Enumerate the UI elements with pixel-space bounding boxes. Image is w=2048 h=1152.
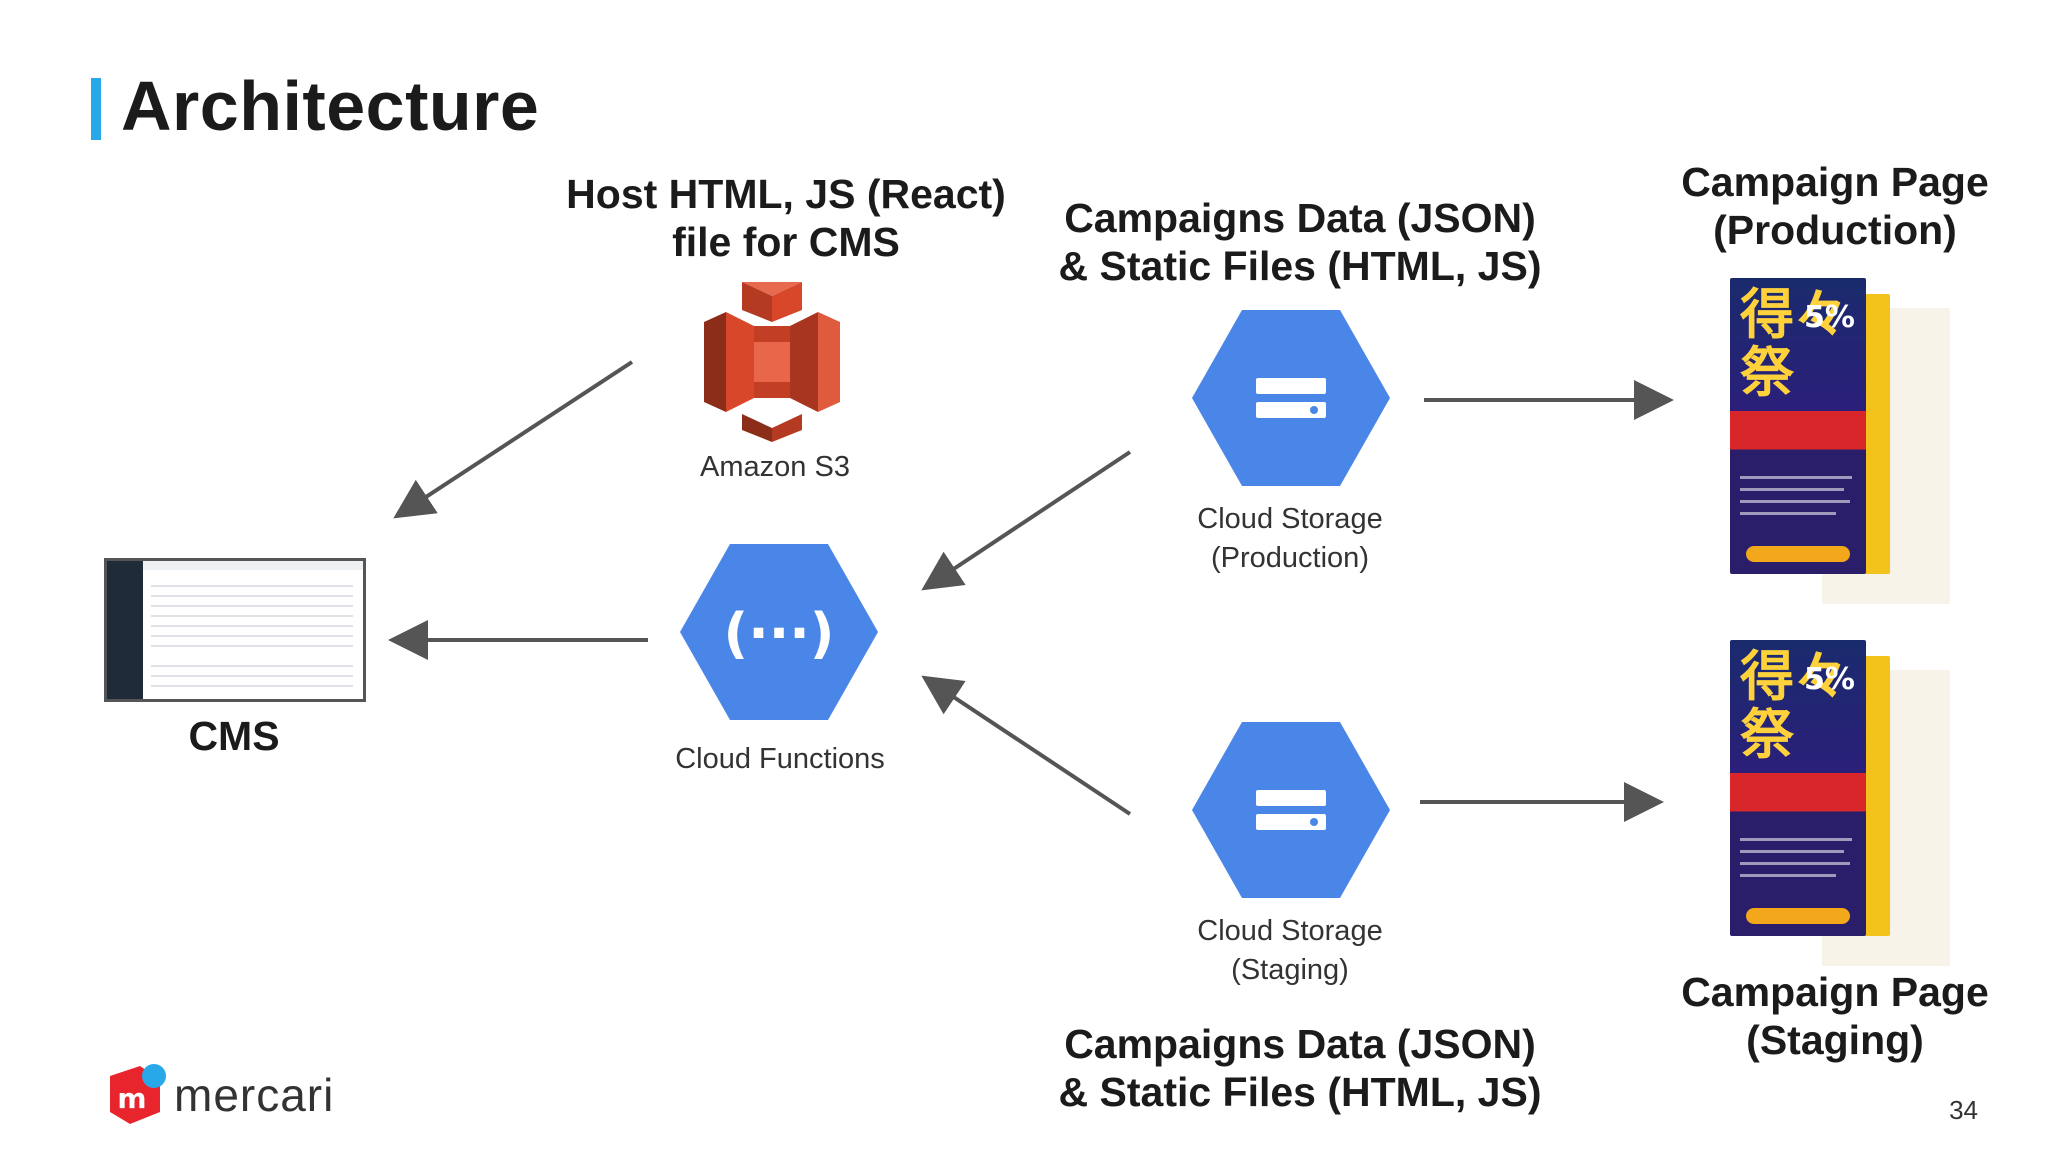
cloud-functions-icon: (···) — [680, 544, 878, 720]
s3-caption: Host HTML, JS (React) file for CMS — [566, 171, 1006, 265]
cloud-functions-label: Cloud Functions — [675, 743, 885, 775]
amazon-s3-icon — [704, 282, 840, 442]
cloud-storage-prod-label: Cloud Storage (Production) — [1197, 503, 1383, 574]
page-number: 34 — [1949, 1095, 1978, 1125]
arrow-storage-prod-to-functions — [921, 450, 1132, 591]
campaign-page-stg-image: 得々祭 5% — [1730, 640, 1950, 966]
title-accent-bar — [91, 78, 101, 140]
slide-title: Architecture — [121, 67, 540, 145]
mercari-logo-icon: m — [110, 1064, 166, 1124]
mercari-logo-text: mercari — [174, 1069, 335, 1121]
svg-text:m: m — [117, 1082, 146, 1115]
cms-label: CMS — [188, 713, 280, 759]
arrow-s3-to-cms — [393, 360, 634, 519]
campaign-page-prod-image: 得々祭 5% — [1730, 278, 1950, 604]
data-caption-bottom: Campaigns Data (JSON) & Static Files (HT… — [1058, 1021, 1542, 1115]
cloud-storage-stg-label: Cloud Storage (Staging) — [1197, 915, 1383, 986]
svg-text:(···): (···) — [724, 602, 835, 665]
cms-screenshot — [104, 558, 366, 702]
mercari-logo: m mercari — [102, 1062, 402, 1132]
cloud-storage-stg-icon — [1192, 722, 1390, 898]
campaign-page-stg-caption: Campaign Page (Staging) — [1681, 969, 1989, 1063]
amazon-s3-label: Amazon S3 — [700, 451, 850, 483]
data-caption-top: Campaigns Data (JSON) & Static Files (HT… — [1058, 195, 1542, 289]
arrow-storage-stg-to-functions — [921, 675, 1132, 816]
campaign-page-prod-caption: Campaign Page (Production) — [1681, 159, 1989, 253]
cloud-storage-prod-icon — [1192, 310, 1390, 486]
